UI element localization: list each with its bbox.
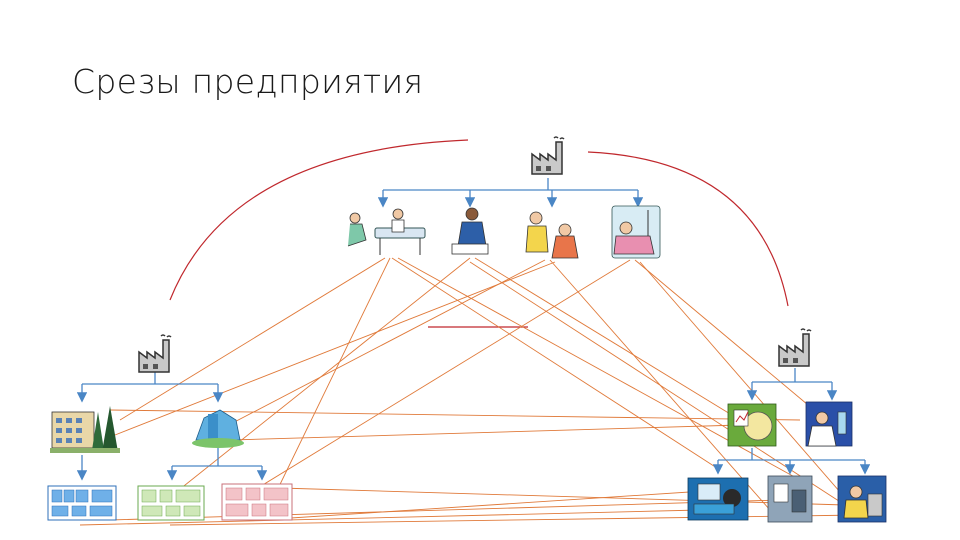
office-building-icon (50, 406, 120, 453)
right-arc (587, 151, 789, 307)
right-tree (712, 368, 871, 475)
scientist-icon (805, 401, 853, 447)
doctor-icon (451, 207, 489, 255)
nurse-patient-icon (525, 211, 579, 259)
computer-network-icon (687, 477, 749, 521)
finance-chart-icon (727, 403, 777, 447)
factory-icon-top (531, 136, 565, 175)
technology-icon (767, 475, 813, 523)
floor-plan-red-icon (221, 483, 293, 521)
factory-icon-left (138, 334, 172, 373)
factory-icon-right (778, 328, 812, 367)
paramedics-stretcher-icon (347, 208, 426, 255)
floor-plan-blue-icon (47, 485, 117, 521)
left-tree (76, 372, 268, 481)
top-tree (377, 178, 644, 208)
worker-machine-icon (837, 475, 887, 523)
floor-plan-green-icon (137, 485, 205, 521)
left-arc (169, 139, 469, 301)
slide-title: Срезы предприятия (72, 62, 424, 101)
patient-bed-icon (611, 205, 661, 259)
red-arcs (169, 139, 789, 328)
modern-building-icon (192, 409, 244, 448)
